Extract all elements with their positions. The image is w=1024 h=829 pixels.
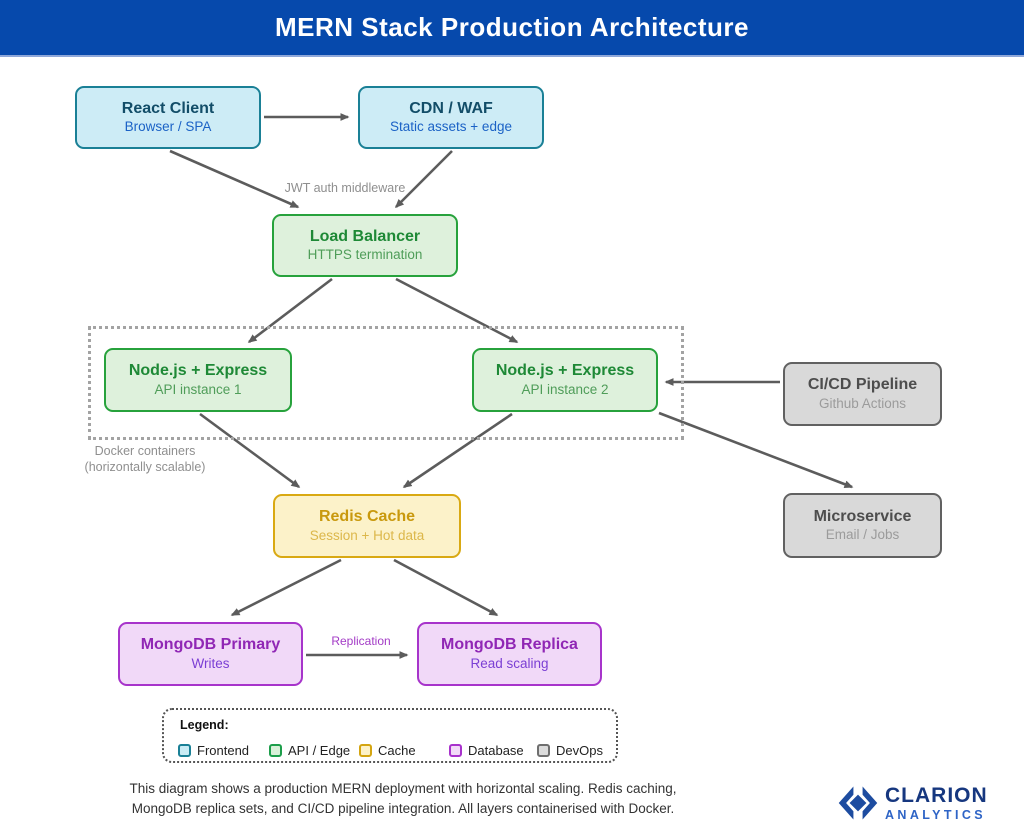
brand-text: CLARION ANALYTICS: [885, 785, 988, 822]
docker-label-line1: Docker containers: [94, 444, 196, 458]
node-title: MongoDB Primary: [140, 636, 281, 654]
database-swatch-icon: [449, 744, 462, 757]
legend-item-label: Cache: [378, 743, 416, 758]
node-api-instance-2: Node.js + Express API instance 2: [472, 348, 658, 412]
brand-subname: ANALYTICS: [885, 807, 986, 822]
legend-item-label: DevOps: [556, 743, 603, 758]
arrow-react-to-lb: [169, 149, 300, 209]
node-subtitle: Static assets + edge: [390, 119, 512, 135]
legend-item-label: API / Edge: [288, 743, 351, 758]
node-subtitle: Email / Jobs: [825, 527, 900, 543]
node-title: Load Balancer: [309, 227, 421, 245]
docker-containers-label: Docker containers (horizontally scalable…: [82, 443, 208, 475]
node-subtitle: Browser / SPA: [124, 119, 212, 135]
node-subtitle: Writes: [191, 655, 230, 671]
node-cicd-pipeline: CI/CD Pipeline Github Actions: [783, 362, 942, 426]
node-api-instance-1: Node.js + Express API instance 1: [104, 348, 292, 412]
node-subtitle: HTTPS termination: [307, 247, 423, 263]
legend-item-devops: DevOps: [537, 743, 603, 758]
node-load-balancer: Load Balancer HTTPS termination: [272, 214, 458, 277]
brand-name: CLARION: [885, 783, 988, 807]
node-title: CI/CD Pipeline: [807, 376, 918, 394]
legend-item-label: Frontend: [197, 743, 250, 758]
arrow-redis-to-mongop: [230, 558, 342, 617]
legend-item-frontend: Frontend: [178, 743, 249, 758]
legend-item-database: Database: [449, 743, 524, 758]
devops-swatch-icon: [537, 744, 550, 757]
legend-item-label: Database: [468, 743, 524, 758]
node-react-client: React Client Browser / SPA: [75, 86, 261, 149]
diagram-caption: This diagram shows a production MERN dep…: [113, 779, 693, 820]
arrow-cdn-to-lb: [394, 150, 453, 209]
legend-item-cache: Cache: [359, 743, 416, 758]
node-title: Node.js + Express: [128, 362, 268, 380]
caption-line2: MongoDB replica sets, and CI/CD pipeline…: [131, 801, 675, 817]
cache-swatch-icon: [359, 744, 372, 757]
node-title: React Client: [121, 99, 215, 117]
node-subtitle: Github Actions: [818, 395, 907, 411]
caption-line1: This diagram shows a production MERN dep…: [129, 781, 677, 796]
legend-item-api-edge: API / Edge: [269, 743, 350, 758]
node-title: MongoDB Replica: [441, 636, 578, 654]
clarion-diamond-icon: [838, 786, 878, 820]
clarion-analytics-logo: CLARION ANALYTICS: [836, 781, 988, 825]
arrow-redis-to-mongor: [393, 558, 499, 617]
node-subtitle: API instance 2: [521, 381, 609, 397]
node-title: CDN / WAF: [409, 99, 493, 117]
node-title: Redis Cache: [318, 508, 416, 526]
legend-title: Legend:: [180, 718, 229, 732]
node-redis-cache: Redis Cache Session + Hot data: [273, 494, 461, 558]
frontend-swatch-icon: [178, 744, 191, 757]
node-mongodb-replica: MongoDB Replica Read scaling: [417, 622, 602, 686]
title-bar: MERN Stack Production Architecture: [0, 0, 1024, 57]
node-title: Node.js + Express: [495, 362, 635, 380]
node-microservice: Microservice Email / Jobs: [783, 493, 942, 558]
node-mongodb-primary: MongoDB Primary Writes: [118, 622, 303, 686]
node-subtitle: API instance 1: [154, 381, 242, 397]
node-subtitle: Session + Hot data: [309, 527, 425, 543]
jwt-middleware-label: JWT auth middleware: [284, 181, 406, 195]
api-edge-swatch-icon: [269, 744, 282, 757]
replication-label: Replication: [331, 634, 391, 648]
node-subtitle: Read scaling: [470, 655, 549, 671]
page-title: MERN Stack Production Architecture: [274, 12, 749, 42]
node-cdn-waf: CDN / WAF Static assets + edge: [358, 86, 544, 149]
node-title: Microservice: [813, 507, 912, 525]
docker-cluster-outline: [88, 326, 684, 440]
docker-label-line2: (horizontally scalable): [84, 460, 206, 474]
legend: Legend: Frontend API / Edge Cache Databa…: [162, 708, 618, 763]
